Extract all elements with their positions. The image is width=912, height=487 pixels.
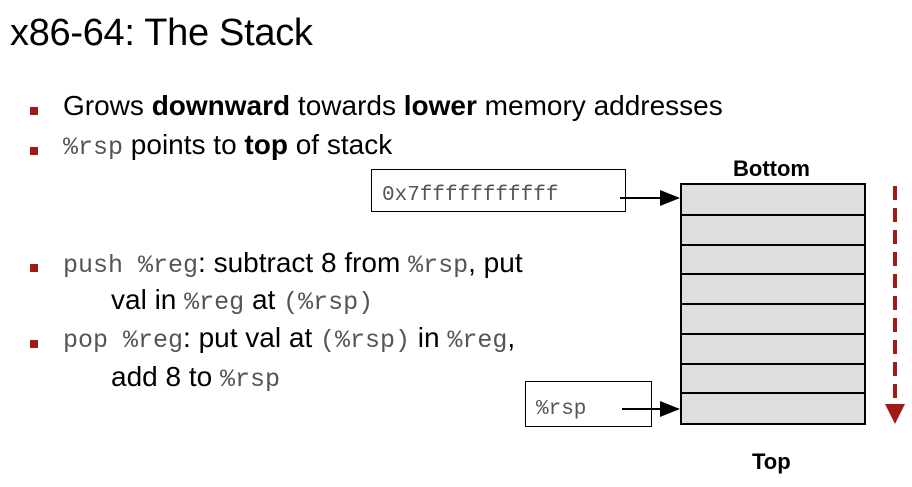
bullet-push-continued: val in %reg at (%rsp) [111,283,373,320]
text: of stack [287,129,393,160]
text: , put [468,247,523,278]
code-rsp: %rsp [63,133,124,162]
text: Grows [63,90,152,121]
text: points to [123,129,245,160]
rsp-pointer-box: %rsp [525,381,652,427]
stack-slot-divider [682,392,864,394]
growth-arrowhead [885,404,905,424]
bullet-grows-downward: Grows downward towards lower memory addr… [63,89,723,123]
stack-slot-divider [682,333,864,335]
slide-title: x86-64: The Stack [10,12,313,54]
code-rsp: %rsp [408,251,469,280]
text: at [244,284,284,315]
stack-slot-divider [682,214,864,216]
stack-column [680,183,866,425]
stack-slot-divider [682,363,864,365]
stack-bottom-label: Bottom [733,156,810,181]
bullet-marker [30,264,38,272]
text: : subtract 8 from [198,247,409,278]
address-box: 0x7fffffffffff [371,169,626,212]
code-push: push %reg [63,251,199,280]
bullet-pop: pop %reg: put val at (%rsp) in %reg, [63,321,515,358]
bullet-pop-continued: add 8 to %rsp [111,360,280,397]
bullet-marker [30,107,38,115]
text: memory addresses [476,90,723,121]
text: towards [290,90,404,121]
text: add 8 to [111,361,220,392]
code-rsp-deref: (%rsp) [283,288,374,317]
code-reg: %reg [184,288,245,317]
text-bold: downward [151,90,291,121]
stack-slot-divider [682,273,864,275]
bullet-rsp-top: %rsp points to top of stack [63,128,392,165]
text: , [507,322,516,353]
text: : put val at [183,322,320,353]
code-reg: %reg [447,326,508,355]
text: val in [111,284,185,315]
text: in [410,322,448,353]
text-bold: lower [403,90,477,121]
code-pop: pop %reg [63,326,184,355]
stack-slot-divider [682,303,864,305]
text-bold: top [244,129,288,160]
bullet-push: push %reg: subtract 8 from %rsp, put [63,246,523,283]
bullet-marker [30,147,38,155]
stack-top-label: Top [752,449,791,474]
code-rsp-deref: (%rsp) [320,326,411,355]
code-rsp: %rsp [219,365,280,394]
stack-slot-divider [682,244,864,246]
bullet-marker [30,340,38,348]
